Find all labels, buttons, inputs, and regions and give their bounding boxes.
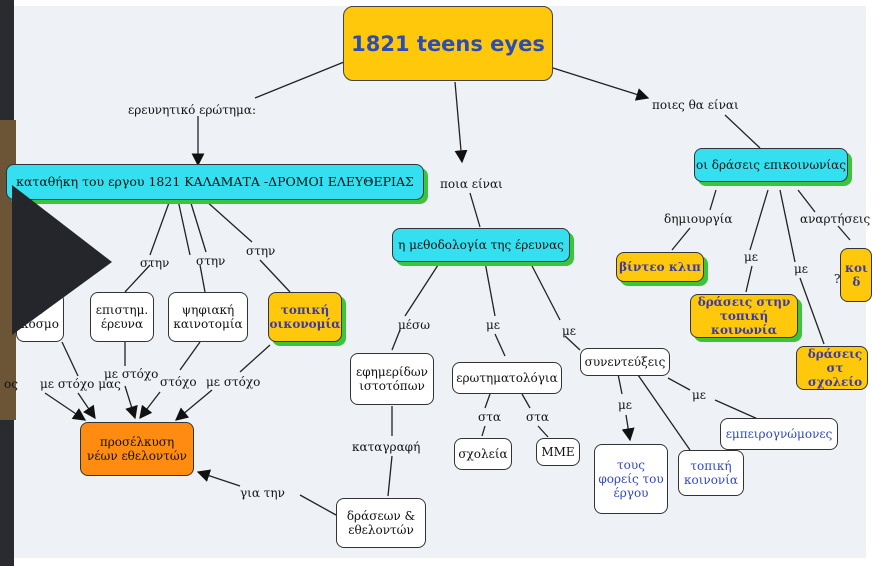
node-local-economy: τοπική οικονομία <box>268 292 342 342</box>
label-me-stoxo-2: με στόχο <box>104 367 159 381</box>
node-scientific-research: επιστημ. έρευνα <box>90 292 154 342</box>
node-digital-innovation: ψηφιακή καινοτομία <box>168 292 248 342</box>
label-dimiourgia: δημιουργία <box>664 212 733 226</box>
label-me-4: με <box>692 388 707 402</box>
node-volunteer-attraction: προσέλκυση νέων εθελοντών <box>80 422 194 476</box>
label-stin-1: στην <box>140 256 170 270</box>
label-me-5: με <box>744 250 759 264</box>
node-interviews: συνεντεύξεις <box>580 348 670 376</box>
node-experts: εμπειρογνώμονες <box>720 418 838 450</box>
label-sta-2: στα <box>526 410 549 424</box>
node-actions-school: δράσεις στ σχολείο <box>796 346 868 390</box>
label-me-1: με <box>486 318 501 332</box>
label-which-is: ποια είναι <box>440 177 503 191</box>
play-icon[interactable] <box>0 0 120 340</box>
node-partial-right: κοι δ <box>840 248 872 302</box>
node-schools: σχολεία <box>454 438 512 470</box>
label-me-2: με <box>562 324 577 338</box>
label-research-question: ερευνητικό ερώτημα: <box>128 103 256 117</box>
label-me-3: με <box>618 398 633 412</box>
label-anartiseis: αναρτήσεις <box>800 212 871 226</box>
node-video-clip: βίντεο κλιπ <box>616 252 704 282</box>
label-stin-3: στην <box>246 244 276 258</box>
node-newspapers-websites: εφημερίδων ιστοτόπων <box>350 353 434 405</box>
node-local-society: τοπική κοινονία <box>678 450 744 496</box>
label-sta-1: στα <box>478 410 501 424</box>
node-communication-actions: οι δράσεις επικοινωνίας <box>694 148 848 182</box>
node-methodology: η μεθοδολογία της έρευνας <box>392 228 570 262</box>
label-meso: μέσω <box>398 318 430 332</box>
node-questionnaires: ερωτηματολόγια <box>452 362 562 394</box>
node-media: ΜΜΕ <box>536 438 580 466</box>
main-topic-node: καταθήκη του εργου 1821 ΚΑΛΑΜΑΤΑ -ΔΡΟΜΟΙ… <box>6 164 424 200</box>
label-me-stoxo-3: με στόχο <box>206 375 261 389</box>
node-actions-local-society: δράσεις στην τοπική κοινωνία <box>690 294 798 338</box>
label-me-6: με <box>794 262 809 276</box>
label-which-will-be: ποιες θα είναι <box>652 98 739 112</box>
label-stin-2: στην <box>196 254 226 268</box>
node-actions-volunteers: δράσεων & εθελοντών <box>336 498 426 548</box>
label-stoxo: στόχο <box>160 375 197 389</box>
title-node: 1821 teens eyes <box>343 6 553 81</box>
label-me-stoxo-mas: με στόχο μας <box>40 377 121 391</box>
label-gia-tin: για την <box>240 486 285 500</box>
label-question-mark: ? <box>834 272 841 286</box>
node-project-bodies: τους φορείς του έργου <box>594 444 668 514</box>
label-os: ος <box>4 377 18 391</box>
label-katagrafi: καταγραφή <box>352 440 421 454</box>
